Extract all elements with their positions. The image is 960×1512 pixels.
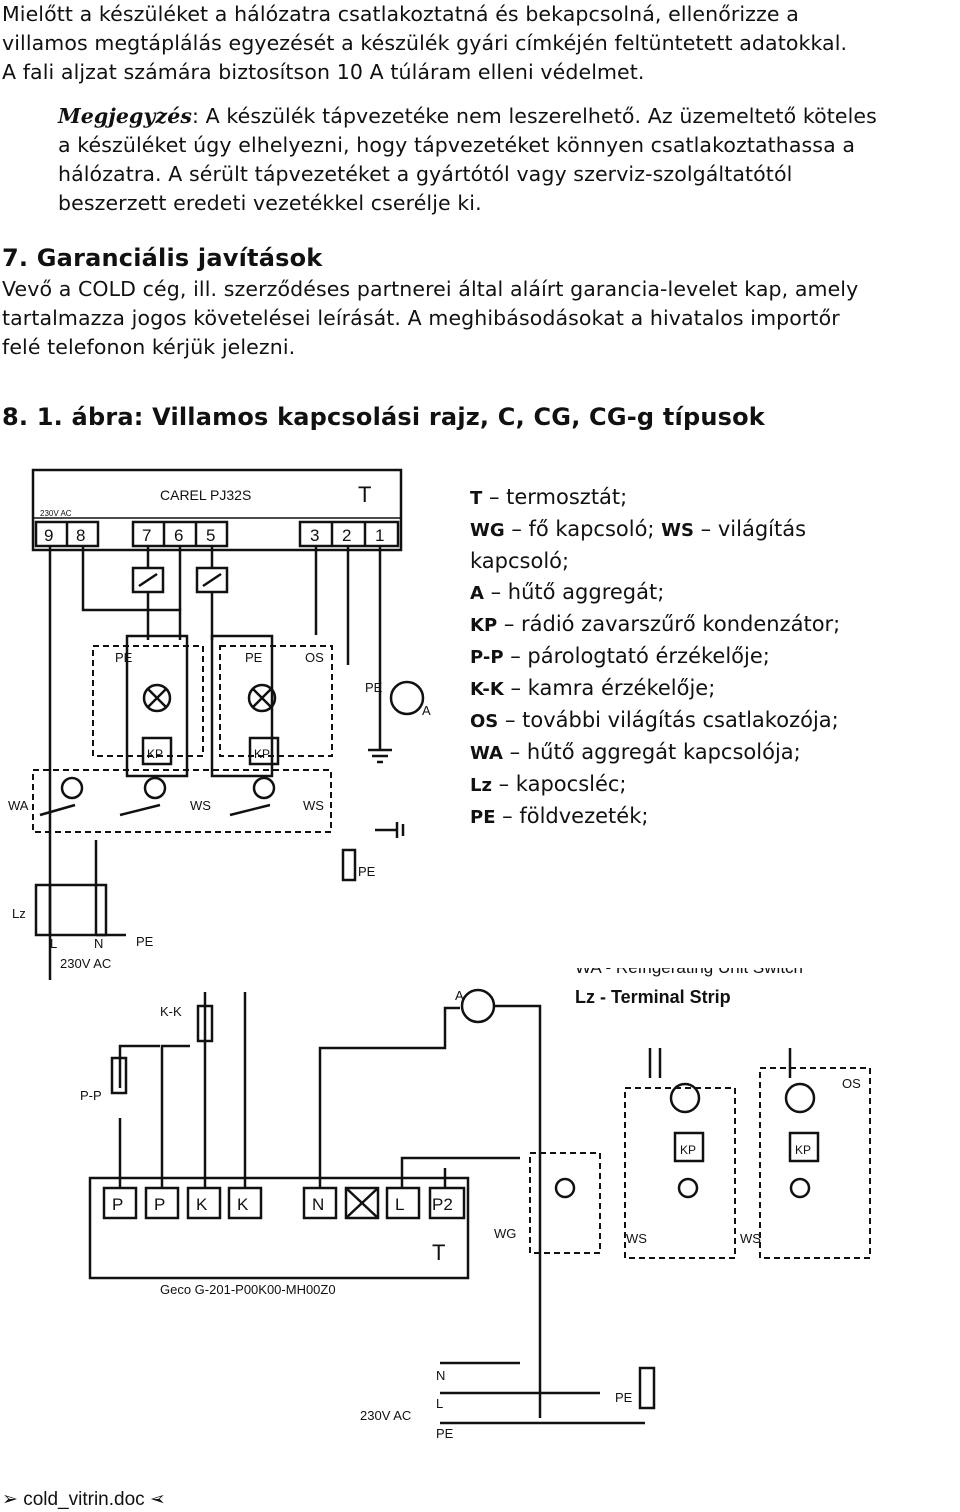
terminal-label: L (395, 1195, 404, 1214)
voltage-label: 230V AC (360, 1408, 411, 1423)
os-label: OS (305, 650, 324, 665)
ws-label: WS (626, 1231, 647, 1246)
legend-item: K-K – kamra érzékelője; (470, 676, 716, 700)
note-line: : A készülék tápvezetéke nem leszerelhet… (192, 104, 877, 128)
terminal-label: K (196, 1195, 208, 1214)
legend-item: A – hűtő aggregát; (470, 580, 665, 604)
controller-label: Geco G-201-P00K00-MH00Z0 (160, 1282, 336, 1297)
section-7-line: tartalmazza jogos követelései leírását. … (2, 306, 840, 330)
pe-label: PE (615, 1390, 633, 1405)
os-label: OS (842, 1076, 861, 1091)
legend-item: PE – földvezeték; (470, 804, 649, 828)
note-line: hálózatra. A sérült tápvezetéket a gyárt… (58, 162, 793, 186)
terminal-label: 9 (44, 526, 53, 545)
terminal-label: 6 (174, 526, 183, 545)
terminal-label: K (237, 1195, 249, 1214)
ws-label: WS (190, 798, 211, 813)
figure-legend: T – termosztát; WG – fő kapcsoló; WS – v… (470, 482, 950, 833)
footer-filename: cold_vitrin.doc (17, 1489, 150, 1510)
arrow-icon: ➢ (149, 1489, 166, 1510)
pp-label: P-P (80, 1088, 102, 1103)
intro-paragraph: Mielőtt a készüléket a hálózatra csatlak… (2, 0, 956, 87)
terminal-label: P (154, 1195, 165, 1214)
section-7-line: Vevő a COLD cég, ill. szerződéses partne… (2, 277, 859, 301)
note-first-line: Megjegyzés: A készülék tápvezetéke nem l… (58, 102, 956, 131)
legend-item: T – termosztát; (470, 485, 628, 509)
terminal-label: 8 (76, 526, 85, 545)
terminal-label: P2 (432, 1195, 453, 1214)
controller-voltage: 230V AC (40, 509, 72, 518)
wiring-diagram-geco: WA - Refrigerating Unit Switch Lz - Term… (80, 968, 871, 1441)
pe-label: PE (436, 1426, 454, 1441)
section-7-heading: 7. Garanciális javítások (2, 244, 323, 272)
intro-line: A fali aljzat számára biztosítson 10 A t… (2, 60, 645, 84)
note-line: a készüléket úgy elhelyezni, hogy tápvez… (58, 133, 856, 157)
footer: ➢ cold_vitrin.doc ➢ (2, 1488, 166, 1511)
intro-line: villamos megtáplálás egyezését a készülé… (2, 31, 848, 55)
legend-item: WA – hűtő aggregát kapcsolója; (470, 740, 801, 764)
pe-label: PE (358, 864, 376, 879)
voltage-label: 230V AC (60, 956, 111, 971)
note-label: Megjegyzés (58, 104, 192, 128)
kp-label: KP (147, 747, 163, 761)
terminal-label: 7 (142, 526, 151, 545)
terminal-label: N (312, 1195, 324, 1214)
wg-label: WG (494, 1226, 516, 1241)
legend-item: P-P – párologtató érzékelője; (470, 644, 770, 668)
arrow-icon: ➢ (2, 1489, 18, 1510)
terminal-label: 1 (375, 526, 384, 545)
terminal-label: P (112, 1195, 123, 1214)
thermostat-label: T (358, 482, 371, 507)
ws-label: WS (303, 798, 324, 813)
note-paragraph: Megjegyzés: A készülék tápvezetéke nem l… (58, 102, 956, 218)
l-label: L (50, 936, 57, 951)
compressor-label: A (455, 988, 464, 1003)
legend-item: kapcsoló; (470, 549, 570, 573)
pe-label: PE (245, 650, 263, 665)
legend-item: KP – rádió zavarszűrő kondenzátor; (470, 612, 841, 636)
thermostat-label: T (432, 1240, 445, 1265)
kp-label: KP (795, 1143, 811, 1157)
controller-label: CAREL PJ32S (160, 487, 251, 503)
section-7-paragraph: Vevő a COLD cég, ill. szerződéses partne… (2, 275, 956, 362)
n-label: N (436, 1368, 445, 1383)
wa-label: WA (8, 798, 29, 813)
terminal-label: 3 (310, 526, 319, 545)
legend-item: Lz – kapocsléc; (470, 772, 627, 796)
terminal-label: 2 (342, 526, 351, 545)
kk-label: K-K (160, 1004, 182, 1019)
wiring-diagram-carel: CAREL PJ32S 230V AC T 9 8 7 6 5 3 2 1 PE… (8, 468, 431, 980)
pe-label: PE (136, 934, 154, 949)
intro-line: Mielőtt a készüléket a hálózatra csatlak… (2, 2, 799, 26)
note-line: beszerzett eredeti vezetékkel cserélje k… (58, 191, 482, 215)
legend-item: WG – fő kapcsoló; WS – világítás (470, 517, 807, 541)
l-label: L (436, 1396, 443, 1411)
pe-label: PE (365, 680, 383, 695)
legend-item: OS – további világítás csatlakozója; (470, 708, 839, 732)
figure-heading: 8. 1. ábra: Villamos kapcsolási rajz, C,… (2, 403, 765, 431)
kp-label: KP (680, 1143, 696, 1157)
lz-terminal-strip-label: Lz - Terminal Strip (575, 987, 731, 1007)
truncated-label: WA - Refrigerating Unit Switch (575, 968, 803, 977)
terminal-label: 5 (206, 526, 215, 545)
n-label: N (94, 936, 103, 951)
pe-label: PE (115, 650, 133, 665)
ws-label: WS (740, 1231, 761, 1246)
compressor-label: A (422, 703, 431, 718)
section-7-line: felé telefonon kérjük jelezni. (2, 335, 296, 359)
kp-label: KP (254, 747, 270, 761)
lz-label: Lz (12, 906, 26, 921)
